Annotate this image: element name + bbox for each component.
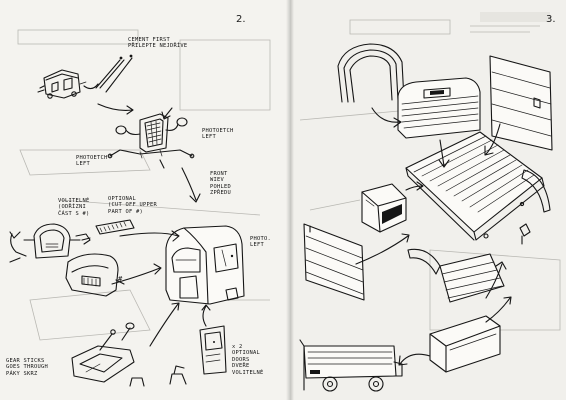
- bench-box: [429, 315, 501, 373]
- label-line: GOES THROUGH: [6, 364, 48, 371]
- left-page-drawing: [9, 29, 271, 387]
- fender-right: [521, 169, 551, 213]
- small-brackets: [129, 365, 187, 387]
- page-number-left: 2.: [236, 14, 246, 25]
- label-line: LEFT: [250, 242, 264, 249]
- hash-mark: #: [118, 275, 123, 283]
- label-line: OPTIONAL: [108, 196, 136, 202]
- label-optional-doors: x 2 OPTIONAL DOORS DVEŘE VOLITELNÉ: [232, 344, 263, 376]
- label-line: VOLITELNÉ: [232, 369, 264, 376]
- label-line: POHLED: [210, 183, 231, 190]
- label-line: DOORS: [232, 356, 250, 363]
- label-line: CEMENT FIRST: [128, 37, 170, 43]
- side-board-upper: [489, 55, 553, 151]
- label-volitelne: VOLITELNÉ (ODŘÍZNI ČÁST S #): [58, 198, 89, 217]
- label-optional: OPTIONAL (CUT OFF UPPER PART OF #): [108, 196, 157, 215]
- label-line: VOLITELNÉ: [58, 198, 90, 204]
- main-cab-body: [165, 225, 245, 305]
- label-line: LEFT: [76, 161, 90, 168]
- canopy-hoop: [337, 43, 405, 103]
- book-spine-shadow: [286, 0, 294, 400]
- assembly-arrows-right: [355, 107, 512, 366]
- label-photoetch-left: PHOTOETCH LEFT: [76, 155, 107, 168]
- label-line: PŘILEPTE NEJDŘÍVE: [128, 43, 188, 50]
- fender-piece: [65, 253, 125, 297]
- label-photoetch-right: PHOTOETCH LEFT: [202, 128, 233, 141]
- label-photo-left: PHOTO. LEFT: [250, 236, 271, 249]
- truck-bed-floor: [405, 131, 545, 241]
- label-line: ČÁST S #): [58, 210, 90, 217]
- gear-stick-floor: [71, 322, 135, 383]
- print-through-ghost: [299, 12, 561, 331]
- label-line: OPTIONAL: [232, 350, 260, 357]
- small-hinge-part: [519, 223, 531, 245]
- label-front-view: FRONT WIEV POHLED ZPŘEDU: [210, 171, 231, 197]
- label-line: FRONT: [210, 171, 228, 177]
- side-board-lower-left: [303, 223, 365, 301]
- fender-left: [407, 248, 441, 275]
- label-line: DVEŘE: [232, 363, 250, 370]
- label-gear-sticks: GEAR STICKS GOES THROUGH PÁKY SKRZ: [6, 358, 48, 377]
- label-line: x 2: [232, 344, 243, 350]
- instruction-page-right: 3.: [290, 0, 566, 400]
- label-line: PHOTO.: [250, 236, 271, 242]
- optional-door-part: [199, 325, 227, 375]
- label-line: ZPŘEDU: [210, 190, 231, 197]
- cab-front-small: [9, 223, 91, 263]
- instruction-page-left: 2. CEMENT FIRST PŘILEPTE NEJDŘÍVE PHOTOE…: [0, 0, 290, 400]
- label-line: (CUT OFF UPPER: [108, 202, 157, 209]
- assembled-chassis: [299, 339, 403, 392]
- assembly-arrows: [9, 103, 211, 347]
- right-page-drawing: [299, 12, 561, 392]
- label-line: LEFT: [202, 134, 216, 141]
- toolbox-part: [361, 183, 407, 233]
- label-cement-first: CEMENT FIRST PŘILEPTE NEJDŘÍVE: [128, 37, 187, 50]
- label-line: GEAR STICKS: [6, 358, 45, 364]
- tailgate-board: [439, 253, 505, 303]
- page-number-right: 3.: [546, 14, 556, 25]
- chassis-cement-part: [37, 54, 133, 99]
- label-line: (ODŘÍZNI: [58, 204, 86, 211]
- label-line: PHOTOETCH: [202, 128, 234, 134]
- label-line: PÁKY SKRZ: [6, 370, 38, 377]
- label-line: PHOTOETCH: [76, 155, 108, 161]
- rear-cab-panel: [397, 77, 481, 139]
- label-line: WIEV: [210, 177, 224, 184]
- label-line: PART OF #): [108, 208, 143, 215]
- optional-grille-strip: [95, 219, 135, 235]
- seat-with-photoetch: [107, 113, 195, 169]
